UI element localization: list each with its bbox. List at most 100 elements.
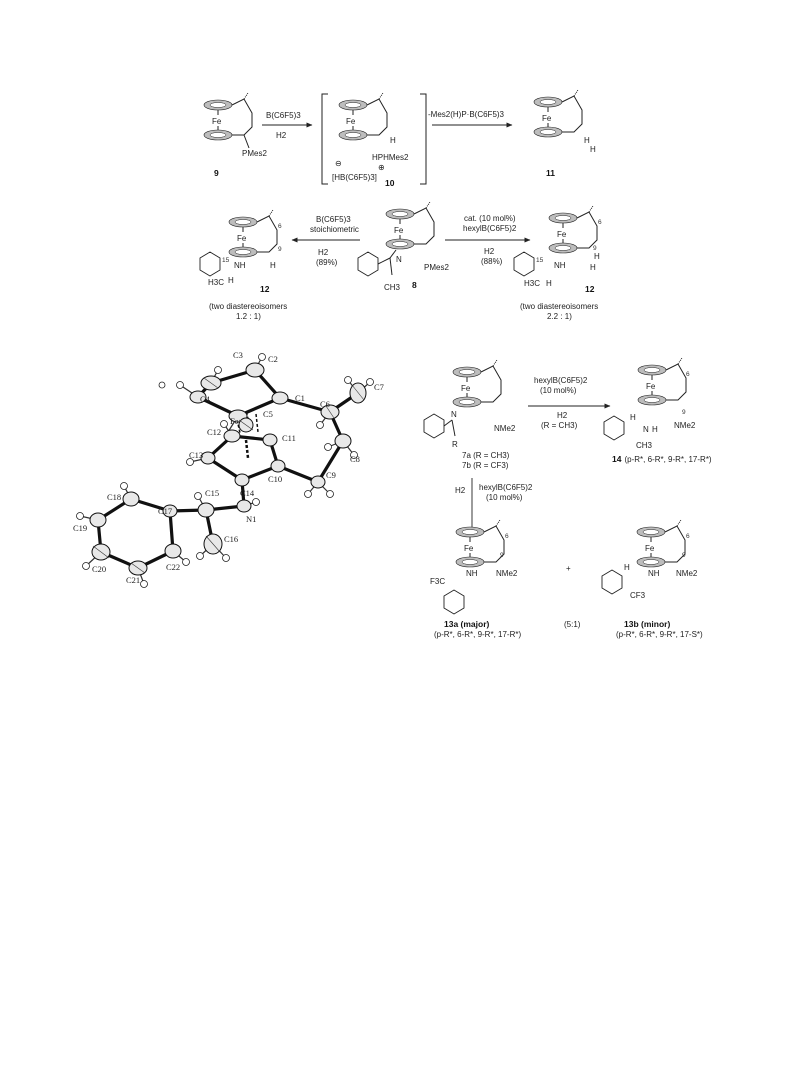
pmes2-label-8: PMes2 [424, 263, 449, 272]
cf3-label-13b: CF3 [630, 591, 646, 600]
locant-9-right: 9 [593, 245, 597, 252]
locant-9-14: 9 [682, 409, 686, 416]
compound-7-structure: Fe N R NMe2 7a (R = CH3) 7b (R = CF3) [423, 359, 516, 470]
atom-label-c13: C13 [189, 450, 203, 460]
locant-9-13b: 9 [682, 552, 686, 559]
atom-label-c7: C7 [374, 382, 384, 392]
compound-13b-structure: Fe 6 9 H NH NMe2 CF3 13b (minor) (p-R*, … [601, 519, 703, 639]
locant-6-right: 6 [598, 219, 602, 226]
diast-note-left-2: 1.2 : 1) [236, 312, 261, 321]
compound-10-structure: Fe H HPHMes2 ⊖ [HB(C6F5)3] ⊕ 10 [321, 92, 427, 188]
reagent-4-bottom2: (88%) [481, 257, 503, 266]
compound-13a-structure: Fe 6 9 NH NMe2 F3C 13a (major) (p-R*, 6-… [430, 519, 521, 639]
h-label-12l: H [270, 261, 276, 270]
h-label-13b: H [624, 563, 630, 572]
nme2-label-14: NMe2 [674, 421, 696, 430]
reagent-5-bottom1: H2 [557, 411, 568, 420]
nme2-label-7: NMe2 [494, 424, 516, 433]
compound-12-right-number: 12 [585, 284, 595, 294]
h-label-11b: H [590, 145, 596, 154]
fe-label: Fe [212, 117, 222, 126]
reagent-3-bottom1: H2 [318, 248, 329, 257]
reagent-1-bottom: H2 [276, 131, 287, 140]
atom-label-c22: C22 [166, 562, 180, 572]
locant-6-13a: 6 [505, 533, 509, 540]
fe-label-11: Fe [542, 114, 552, 123]
diast-note-right-1: (two diastereoisomers [520, 302, 598, 311]
h3c-label-left: H3C [208, 278, 224, 287]
atom-label-c3: C3 [233, 350, 243, 360]
atom-label-c9: C9 [326, 470, 336, 480]
reagent-5-bottom2: (R = CH3) [541, 421, 578, 430]
atom-label-c6: C6 [320, 399, 330, 409]
locant-15-left: 15 [222, 257, 230, 264]
h-label-12r-c: H [546, 279, 552, 288]
compound-13b-number: 13b (minor) [624, 619, 670, 629]
diast-note-left-1: (two diastereoisomers [209, 302, 287, 311]
atom-label-c21: C21 [126, 575, 140, 585]
locant-6-left: 6 [278, 223, 282, 230]
atom-label-c18: C18 [107, 492, 121, 502]
compound-14-config: (p-R*, 6-R*, 9-R*, 17-R*) [624, 455, 711, 464]
h-label-12r-b: H [590, 263, 596, 272]
plus-sign: + [566, 564, 571, 573]
atom-label-n1: N1 [246, 514, 256, 524]
atom-label-c15: C15 [205, 488, 219, 498]
compound-8-structure: Fe N CH3 PMes2 8 [357, 201, 449, 292]
compound-13a-number: 13a (major) [444, 619, 490, 629]
fe-label-14: Fe [646, 382, 656, 391]
h-label-12l-b: H [228, 276, 234, 285]
nme2-label-13b: NMe2 [676, 569, 698, 578]
atom-label-c17: C17 [158, 506, 172, 516]
fe-label-13b: Fe [645, 544, 655, 553]
compound-12-left-number: 12 [260, 284, 270, 294]
compound-13b-config: (p-R*, 6-R*, 9-R*, 17-S*) [616, 630, 703, 639]
product-ratio: (5:1) [564, 620, 581, 629]
ortep-crystal-structure: C3 C2 C1 C4 C5 C6 C7 C8 C9 C10 C11 C12 C… [73, 350, 384, 588]
atom-label-c14: C14 [240, 488, 255, 498]
compound-13a-caption: 13a (major) [444, 619, 490, 629]
compound-13b-caption: 13b (minor) [624, 619, 670, 629]
n-label-14: N [643, 425, 649, 434]
reagent-2-top: -Mes2(H)P·B(C6F5)3 [428, 110, 505, 119]
pmes2-label: PMes2 [242, 149, 267, 158]
h3c-label-right: H3C [524, 279, 540, 288]
nme2-label-13a: NMe2 [496, 569, 518, 578]
locant-15-right: 15 [536, 257, 544, 264]
compound-8-number: 8 [412, 280, 417, 290]
atom-label-c12: C12 [207, 427, 221, 437]
atom-label-c5: C5 [263, 409, 273, 419]
compound-14-number: 14 [612, 454, 622, 464]
locant-9-left: 9 [278, 246, 282, 253]
h-label-12r-a: H [594, 252, 600, 261]
compound-11-structure: Fe H H 11 [533, 89, 596, 178]
reagent-6-right1: hexylB(C6F5)2 [479, 483, 533, 492]
h-label-10: H [390, 136, 396, 145]
atom-label-c11: C11 [282, 433, 296, 443]
compound-13a-config: (p-R*, 6-R*, 9-R*, 17-R*) [434, 630, 521, 639]
compound-12-right-structure: Fe 6 9 15 NH H H H3C H 12 [513, 205, 602, 294]
reagent-4-bottom1: H2 [484, 247, 495, 256]
reagent-3-top1: B(C6F5)3 [316, 215, 351, 224]
nh-label-left: NH [234, 261, 246, 270]
h-label-14b: H [652, 425, 658, 434]
nh-label-right: NH [554, 261, 566, 270]
atom-label-c8: C8 [350, 454, 360, 464]
locant-6-14: 6 [686, 371, 690, 378]
reagent-6-right2: (10 mol%) [486, 493, 523, 502]
fe-label-10: Fe [346, 117, 356, 126]
compound-14-caption: 14(p-R*, 6-R*, 9-R*, 17-R*) [612, 454, 712, 464]
diast-note-right-2: 2.2 : 1) [547, 312, 572, 321]
counterion-label: [HB(C6F5)3] [332, 173, 377, 182]
atom-label-c10: C10 [268, 474, 282, 484]
reagent-3-bottom2: (89%) [316, 258, 338, 267]
compound-11-number: 11 [546, 168, 555, 178]
compound-7ab-line2: 7b (R = CF3) [462, 461, 509, 470]
n-label-8: N [396, 255, 402, 264]
locant-9-13a: 9 [500, 552, 504, 559]
reagent-4-top2: hexylB(C6F5)2 [463, 224, 517, 233]
r-label-7: R [452, 440, 458, 449]
compound-12-left-structure: Fe 6 9 15 NH H H3C H 12 [199, 209, 282, 294]
minus-charge: ⊖ [335, 159, 342, 168]
fe-label-13a: Fe [464, 544, 474, 553]
